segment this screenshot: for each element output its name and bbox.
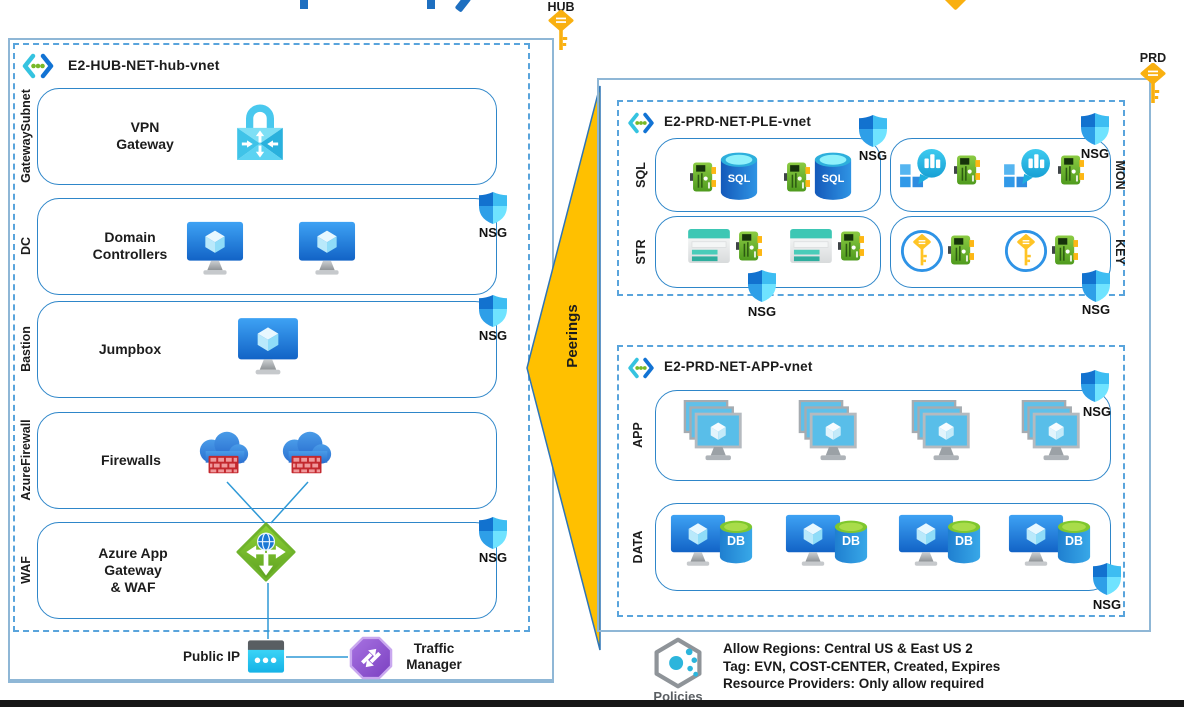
policies-line-regions: Allow Regions: Central US & East US 2 (723, 641, 973, 656)
app-vnet-box (617, 345, 1125, 617)
nsg-shield-icon (1092, 562, 1122, 596)
clipped-title-fragment (427, 0, 435, 9)
subnet-name-firewalls: Firewalls (101, 452, 161, 468)
vm-scale-set-icon (680, 400, 748, 462)
nsg-label: NSG (478, 225, 508, 240)
nsg-shield-icon (1080, 112, 1110, 146)
private-endpoint-icon (954, 154, 980, 186)
nsg-label: NSG (478, 550, 508, 565)
subnet-side-label-dc: DC (19, 236, 33, 256)
database-icon: DB (1056, 519, 1092, 565)
vnet-icon (626, 111, 656, 135)
subnet-name-domain-controllers: Domain Controllers (92, 229, 168, 262)
policies-line-providers: Resource Providers: Only allow required (723, 676, 985, 691)
ple-vnet-label: E2-PRD-NET-PLE-vnet (664, 114, 812, 129)
policies-line-tags: Tag: EVN, COST-CENTER, Created, Expires (723, 658, 1001, 674)
private-endpoint-icon (690, 161, 716, 193)
subnet-side-label-waf: WAF (19, 556, 33, 584)
prd-key-label: PRD (1139, 51, 1167, 65)
nsg-shield-icon (478, 294, 508, 328)
private-endpoint-icon (948, 234, 974, 266)
subnet-side-label-bastion: Bastion (19, 326, 33, 372)
firewall-icon (196, 426, 252, 480)
clipped-key-icon (943, 0, 968, 11)
policies-text-block: Allow Regions: Central US & East US 2 Ta… (723, 640, 1000, 693)
hub-vnet-box (13, 43, 530, 632)
row-label-str: STR (634, 239, 648, 265)
row-label-app: APP (631, 422, 645, 448)
nsg-label: NSG (1092, 597, 1122, 612)
subnet-name-vpn-gateway: VPN Gateway (116, 119, 174, 152)
vnet-icon (626, 356, 656, 380)
vm-icon (186, 220, 244, 278)
vm-scale-set-icon (795, 400, 863, 462)
monitor-insights-icon (1002, 148, 1054, 192)
nsg-label: NSG (1082, 404, 1112, 419)
subnet-side-label-gatewaysubnet: GatewaySubnet (19, 89, 33, 183)
key-vault-icon (1004, 229, 1048, 273)
clipped-title-fragment (300, 0, 308, 9)
subnet-side-label-azurefirewall: AzureFirewall (19, 419, 33, 501)
database-text: DB (1064, 534, 1084, 548)
nsg-shield-icon (478, 191, 508, 225)
nsg-shield-icon (1081, 269, 1111, 303)
prd-outer-box (597, 78, 1151, 632)
private-endpoint-icon (736, 230, 762, 262)
nsg-label: NSG (858, 148, 888, 163)
monitor-insights-icon (898, 148, 950, 192)
storage-icon (686, 228, 732, 264)
database-text: DB (841, 534, 861, 548)
hub-key-icon (548, 10, 574, 52)
nsg-label: NSG (1080, 146, 1110, 161)
hub-key-label: HUB (547, 0, 575, 14)
database-icon: DB (833, 519, 869, 565)
traffic-manager-icon (349, 636, 393, 680)
storage-icon (788, 228, 834, 264)
sql-database-icon: SQL (812, 151, 854, 201)
ple-vnet-box (617, 100, 1125, 296)
prd-key-icon (1140, 63, 1166, 105)
row-label-data: DATA (631, 530, 645, 564)
row-label-key: KEY (1113, 239, 1127, 265)
subnet-name-jumpbox: Jumpbox (98, 341, 162, 357)
private-endpoint-icon (838, 230, 864, 262)
nsg-shield-icon (858, 114, 888, 148)
nsg-label: NSG (478, 328, 508, 343)
vm-scale-set-icon (908, 400, 976, 462)
public-ip-label: Public IP (182, 649, 240, 664)
subnet-name-app-gateway-waf: Azure App Gateway & WAF (98, 545, 168, 595)
database-icon: DB (946, 519, 982, 565)
clipped-title-fragment (454, 0, 472, 13)
private-endpoint-icon (784, 161, 810, 193)
nsg-label: NSG (747, 304, 777, 319)
app-gateway-icon (236, 522, 296, 582)
private-endpoint-icon (1052, 234, 1078, 266)
vm-icon (237, 316, 299, 378)
bottom-edge-bar (0, 700, 1184, 707)
nsg-label: NSG (1081, 302, 1111, 317)
database-text: DB (726, 534, 746, 548)
hub-vnet-label: E2-HUB-NET-hub-vnet (68, 57, 220, 73)
public-ip-icon (247, 639, 285, 674)
app-vnet-label: E2-PRD-NET-APP-vnet (664, 359, 813, 374)
row-label-sql: SQL (634, 162, 648, 188)
sql-database-icon: SQL (718, 151, 760, 201)
subnet-box-firewall (37, 412, 497, 509)
nsg-shield-icon (478, 516, 508, 550)
vpn-gateway-icon (232, 100, 288, 162)
peerings-arrow (526, 85, 601, 651)
policies-icon (652, 636, 704, 690)
sql-database-text: SQL (821, 173, 845, 185)
sql-database-text: SQL (727, 173, 751, 185)
key-vault-icon (900, 229, 944, 273)
vm-icon (298, 220, 356, 278)
subnet-box-dc (37, 198, 497, 295)
database-icon: DB (718, 519, 754, 565)
traffic-manager-label: Traffic Manager (406, 641, 462, 672)
nsg-shield-icon (747, 269, 777, 303)
peerings-label: Peerings (564, 304, 581, 368)
nsg-shield-icon (1080, 369, 1110, 403)
firewall-icon (279, 426, 335, 480)
database-text: DB (954, 534, 974, 548)
